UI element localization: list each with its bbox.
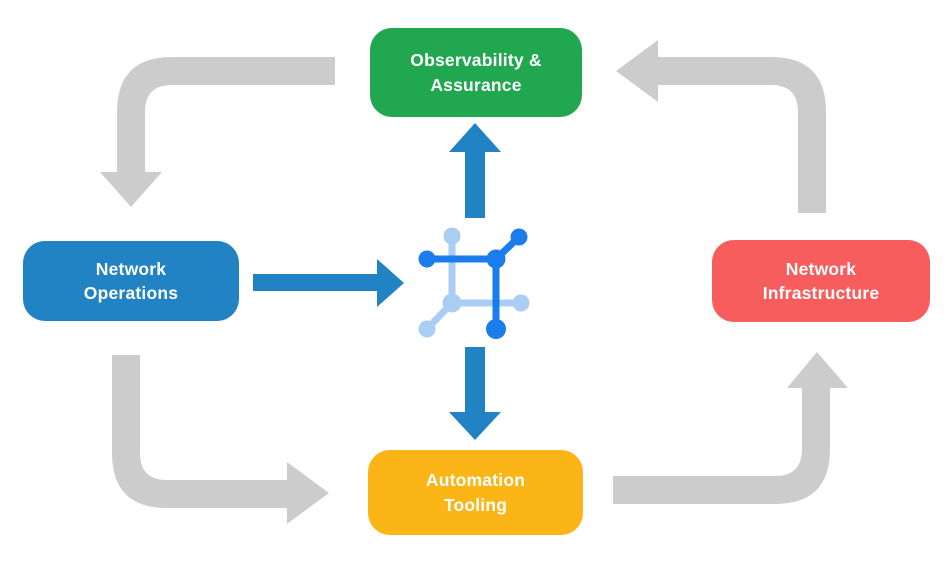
icon-light-junction-node	[442, 293, 462, 313]
node-label: Network Operations	[84, 257, 178, 305]
node-network-operations: Network Operations	[23, 241, 239, 321]
icon-light-corner-node	[418, 320, 436, 338]
arrow-infrastructure-to-observability	[616, 40, 826, 213]
icon-dark-bottom-node	[486, 319, 506, 339]
node-label: Automation Tooling	[426, 468, 525, 516]
node-label: Network Infrastructure	[763, 257, 880, 305]
node-label-line: Operations	[83, 283, 179, 303]
icon-light-top-node	[443, 227, 461, 245]
arrow-automation-to-infrastructure	[613, 352, 848, 504]
node-label-line: Infrastructure	[762, 283, 880, 303]
node-label-line: Tooling	[443, 494, 508, 515]
node-label-line: Observability &	[410, 50, 542, 71]
node-label-line: Assurance	[430, 74, 522, 95]
icon-light-right-node	[512, 294, 530, 312]
icon-dark-junction-node	[486, 249, 506, 269]
node-network-infrastructure: Network Infrastructure	[712, 240, 930, 322]
arrow-operations-to-automation	[112, 355, 329, 524]
icon-dark-left-node	[418, 250, 436, 268]
arrow-observability-to-operations	[100, 57, 335, 207]
node-label-line: Automation	[425, 470, 526, 491]
node-label-line: Network	[95, 258, 167, 279]
network-automation-icon	[418, 227, 530, 339]
arrow-center-to-automation	[449, 347, 501, 440]
node-label-line: Network	[785, 258, 857, 279]
arrow-center-to-observability	[449, 123, 501, 218]
arrow-operations-to-center	[253, 259, 404, 307]
node-label: Observability & Assurance	[410, 48, 541, 96]
icon-dark-top-right-node	[510, 228, 528, 246]
node-observability-assurance: Observability & Assurance	[370, 28, 582, 117]
node-automation-tooling: Automation Tooling	[368, 450, 583, 535]
